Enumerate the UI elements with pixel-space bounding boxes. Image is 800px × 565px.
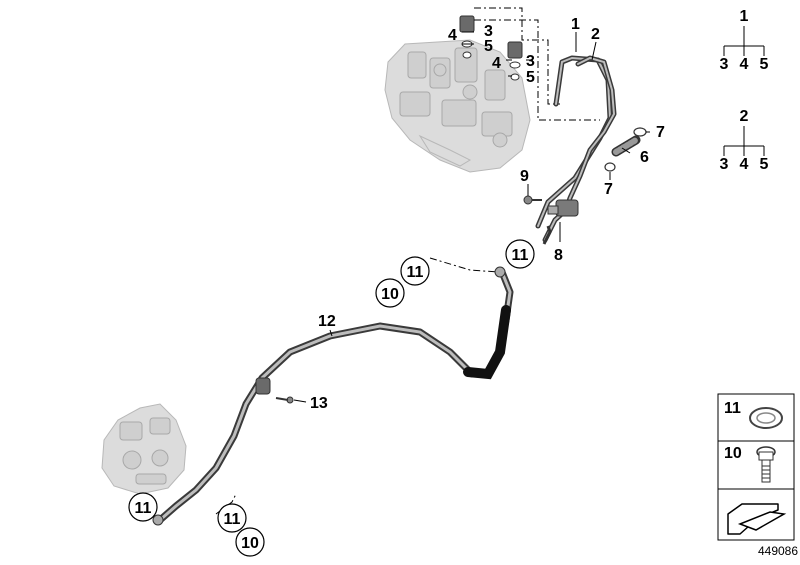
legend-tree-2-child-b: 4 [740, 156, 749, 173]
hose-holder-13 [255, 377, 294, 404]
callout-11-b: 11 [407, 264, 424, 281]
callout-1: 1 [571, 16, 580, 33]
sleeve-6 [611, 135, 641, 157]
callout-3b: 3 [526, 53, 535, 70]
callout-6: 6 [640, 149, 649, 166]
banjo-bolt-icon [756, 446, 776, 483]
leader-lines [293, 31, 650, 403]
callouts: 1 2 3 4 5 3 4 5 7 6 7 9 8 12 13 [310, 16, 665, 412]
parts-box-label-10: 10 [724, 445, 742, 462]
callout-7a: 7 [656, 124, 665, 141]
parts-box: 11 10 [717, 393, 795, 541]
screw-9 [523, 195, 542, 205]
legend-tree-2: 2 3 4 5 [720, 108, 769, 173]
callout-13: 13 [310, 395, 328, 412]
legend-tree-1-top: 1 [740, 8, 749, 25]
legend-tree-1-child-c: 5 [760, 56, 769, 73]
callout-9: 9 [520, 168, 529, 185]
washer-icon [749, 407, 783, 429]
parts-box-label-11: 11 [724, 400, 741, 417]
callout-3a: 3 [484, 23, 493, 40]
legend-tree-1-child-a: 3 [720, 56, 729, 73]
callout-7b: 7 [604, 181, 613, 198]
callout-10-b: 10 [241, 535, 259, 552]
brake-hose-12 [156, 266, 514, 524]
callout-4b: 4 [492, 55, 501, 72]
brake-caliper [101, 403, 187, 495]
callout-12: 12 [318, 313, 336, 330]
callout-10-a: 10 [381, 286, 399, 303]
callout-2: 2 [591, 26, 600, 43]
callout-11-d: 11 [224, 511, 241, 528]
lower-banjo-fitting [152, 514, 164, 526]
bleeder-cap-b [507, 41, 523, 81]
legend-tree-1-child-b: 4 [740, 56, 749, 73]
callout-4a: 4 [448, 27, 457, 44]
o-ring-7-lower [604, 162, 616, 172]
callout-5a: 5 [484, 38, 493, 55]
circled-callouts: 11 11 10 11 11 10 [128, 239, 535, 557]
callout-11-c: 11 [135, 500, 152, 517]
legend-tree-2-child-c: 5 [760, 156, 769, 173]
callout-5b: 5 [526, 69, 535, 86]
abs-unit [384, 39, 531, 173]
brake-pipe-1-2 [535, 55, 617, 243]
callout-11-a: 11 [512, 247, 529, 264]
legend-tree-2-child-a: 3 [720, 156, 729, 173]
o-ring-7-upper [633, 127, 647, 137]
callout-8: 8 [554, 247, 563, 264]
arrow-icon [727, 503, 787, 535]
legend-tree-1: 1 3 4 5 [720, 8, 769, 73]
bracket-8 [542, 199, 579, 245]
figure-id: 449086 [758, 544, 798, 558]
legend-tree-2-top: 2 [740, 108, 749, 125]
dash-leaders [215, 7, 600, 515]
